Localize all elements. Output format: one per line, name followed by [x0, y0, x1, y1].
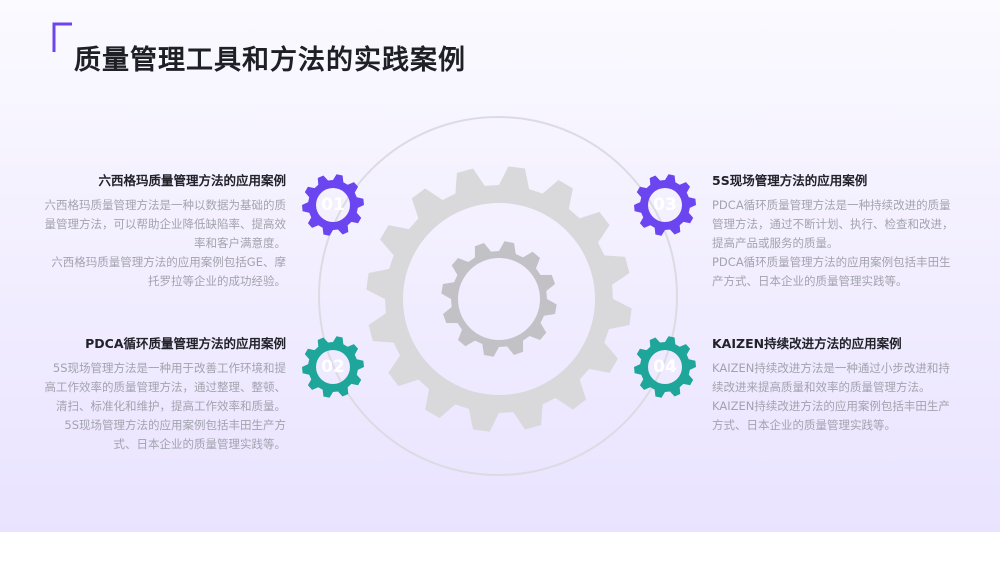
case-paragraph: KAIZEN持续改进方法是一种通过小步改进和持续改进来提高质量和效率的质量管理方…: [712, 361, 950, 394]
gear-badge-icon: [302, 336, 364, 398]
badge-number: 01: [321, 195, 345, 215]
case-paragraph: 六西格玛质量管理方法的应用案例包括GE、摩托罗拉等企业的成功经验。: [51, 255, 286, 288]
case-paragraph: PDCA循环质量管理方法是一种持续改进的质量管理方法，通过不断计划、执行、检查和…: [712, 198, 954, 250]
badge-04: 04: [634, 336, 696, 398]
case-paragraph: PDCA循环质量管理方法的应用案例包括丰田生产方式、日本企业的质量管理实践等。: [712, 255, 951, 288]
case-body-02: 5S现场管理方法是一种用于改善工作环境和提高工作效率的质量管理方法，通过整理、整…: [42, 359, 287, 454]
outer-ring: [318, 116, 678, 476]
case-paragraph: 5S现场管理方法是一种用于改善工作环境和提高工作效率的质量管理方法，通过整理、整…: [44, 361, 287, 413]
gear-badge-icon: [634, 336, 696, 398]
badge-03: 03: [634, 174, 696, 236]
case-body-04: KAIZEN持续改进方法是一种通过小步改进和持续改进来提高质量和效率的质量管理方…: [712, 359, 956, 435]
case-title-01: 六西格玛质量管理方法的应用案例: [98, 173, 286, 188]
badge-number: 04: [653, 357, 677, 377]
case-paragraph: 5S现场管理方法的应用案例包括丰田生产方式、日本企业的质量管理实践等。: [64, 418, 286, 451]
page-title: 质量管理工具和方法的实践案例: [74, 45, 466, 76]
corner-bracket-icon: [52, 22, 72, 52]
case-body-01: 六西格玛质量管理方法是一种以数据为基础的质量管理方法，可以帮助企业降低缺陷率、提…: [42, 196, 287, 291]
case-title-02: PDCA循环质量管理方法的应用案例: [85, 336, 286, 351]
badge-02: 02: [302, 336, 364, 398]
case-title-04: KAIZEN持续改进方法的应用案例: [712, 336, 902, 351]
case-title-03: 5S现场管理方法的应用案例: [712, 173, 868, 188]
slide: 质量管理工具和方法的实践案例 01 六西格玛质量管理方法的应用案例 六西格玛质量…: [0, 0, 1000, 532]
gear-badge-icon: [634, 174, 696, 236]
center-gear-icon: [366, 166, 632, 432]
gear-badge-icon: [302, 174, 364, 236]
badge-number: 03: [653, 195, 677, 215]
badge-01: 01: [302, 174, 364, 236]
case-body-03: PDCA循环质量管理方法是一种持续改进的质量管理方法，通过不断计划、执行、检查和…: [712, 196, 956, 291]
badge-number: 02: [321, 357, 345, 377]
case-paragraph: KAIZEN持续改进方法的应用案例包括丰田生产方式、日本企业的质量管理实践等。: [712, 399, 950, 432]
case-paragraph: 六西格玛质量管理方法是一种以数据为基础的质量管理方法，可以帮助企业降低缺陷率、提…: [44, 198, 287, 250]
